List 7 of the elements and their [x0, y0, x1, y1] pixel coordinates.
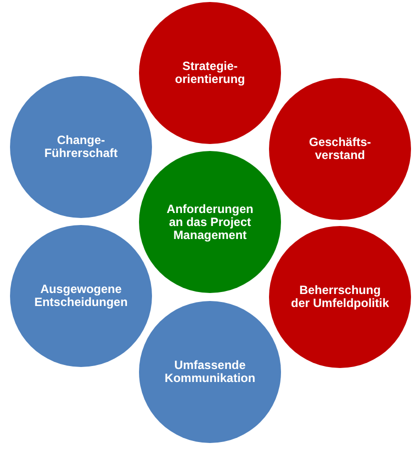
circle-label: Beherrschung der Umfeldpolitik [290, 284, 390, 310]
circle-label: Strategie- orientierung [174, 60, 245, 86]
circle-label: Change- Führerschaft [44, 134, 118, 160]
circle-label: Ausgewogene Entscheidungen [34, 283, 128, 309]
circle-label: Anforderungen an das Project Management [166, 202, 254, 242]
circle-label: Umfassende Kommunikation [164, 359, 256, 385]
circle-label: Geschäfts- verstand [308, 136, 372, 162]
